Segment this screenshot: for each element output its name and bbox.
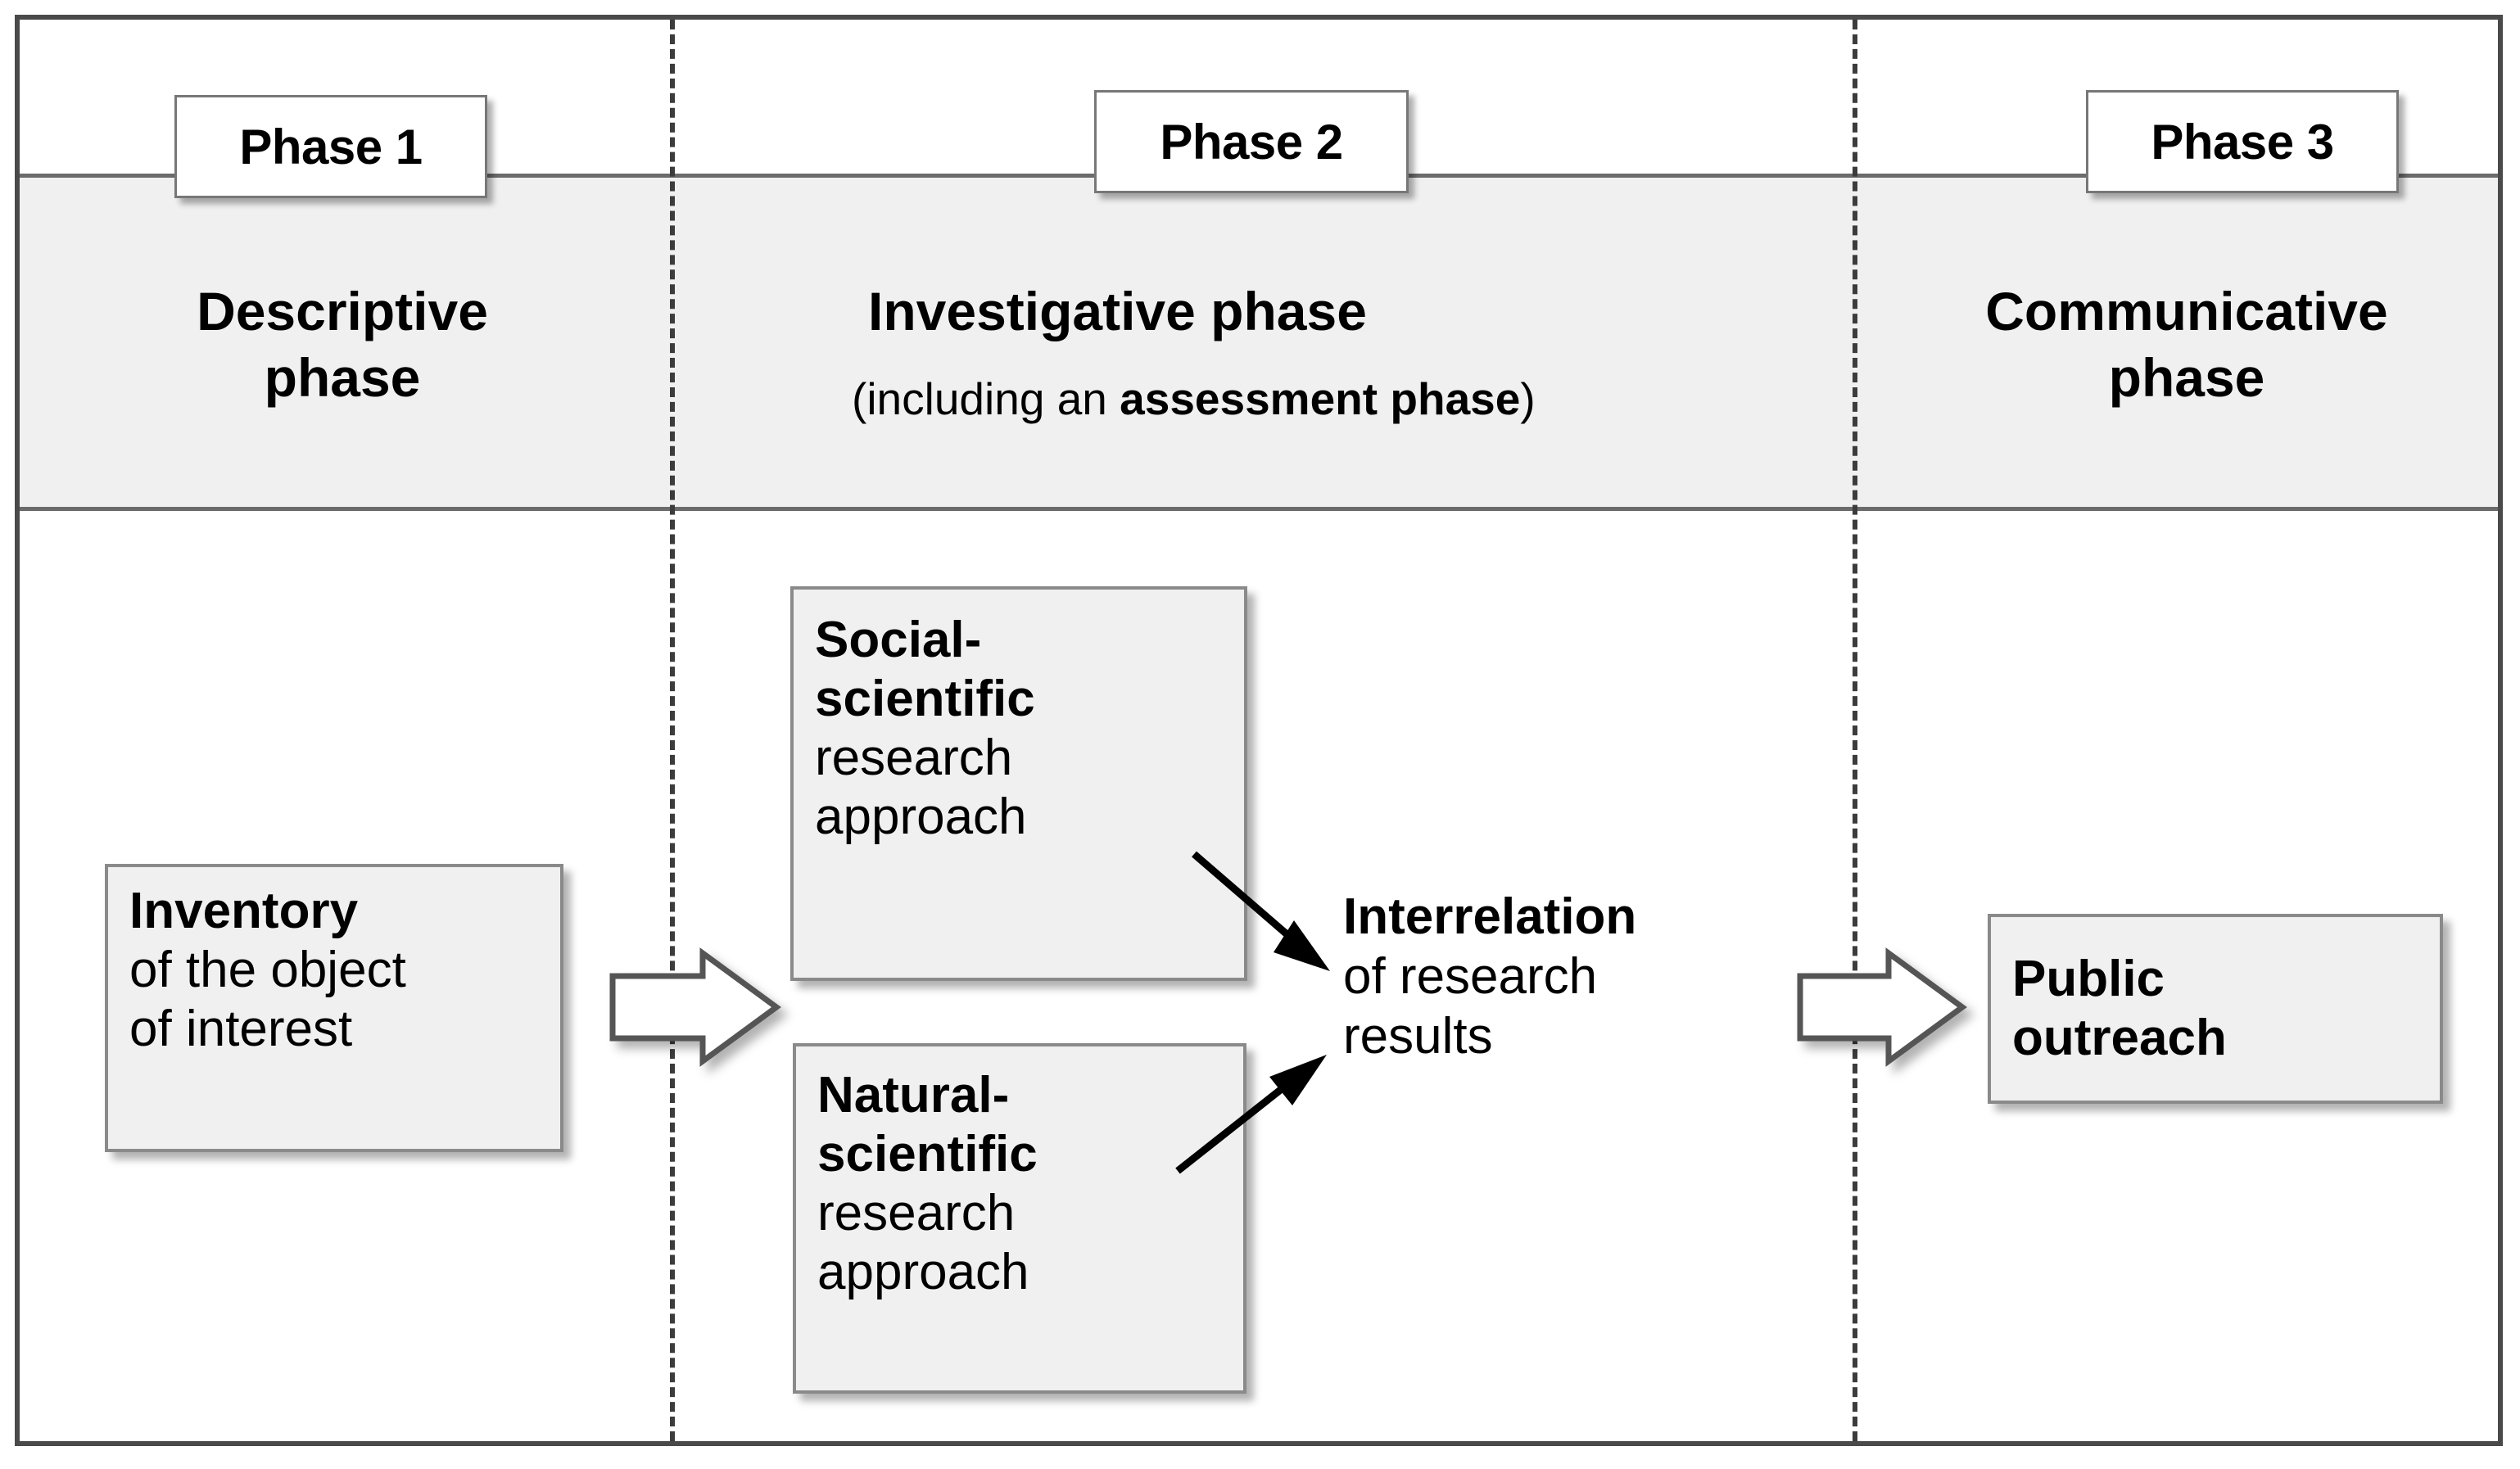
phase-name-communicative: Communicative phase [1875, 278, 2498, 410]
node-social-scientific-line1: research [815, 729, 1013, 786]
node-natural-scientific-line1: research [817, 1184, 1016, 1241]
phase-tab-1: Phase 1 [174, 95, 487, 198]
node-public-outreach: Public outreach [1988, 914, 2443, 1104]
phase-2-subnote-suffix: ) [1520, 373, 1536, 424]
node-inventory-line1: of the object [129, 941, 406, 998]
node-interrelation-line2: results [1343, 1008, 1493, 1065]
phase-2-subnote-emphasis: assessment phase [1120, 373, 1521, 424]
node-interrelation-line1: of research [1343, 948, 1598, 1006]
phase-tab-1-label: Phase 1 [239, 119, 423, 174]
node-social-scientific-line2: approach [815, 788, 1027, 845]
node-social-scientific-title-line2: scientific [815, 670, 1035, 727]
phase-tab-2: Phase 2 [1094, 90, 1409, 193]
node-inventory-title: Inventory [129, 883, 359, 939]
column-divider-1 [670, 20, 675, 1441]
phase-name-investigative: Investigative phase [696, 278, 1826, 345]
node-social-scientific-title-line1: Social- [815, 612, 982, 668]
phase-tab-3-label: Phase 3 [2151, 114, 2334, 170]
phase-name-descriptive-line2: phase [264, 346, 421, 408]
phase-name-investigative-line1: Investigative phase [868, 281, 1367, 341]
node-interrelation-title: Interrelation [1343, 888, 1637, 945]
node-interrelation: Interrelation of research results [1343, 887, 1769, 1066]
node-inventory: Inventory of the object of interest [105, 864, 563, 1152]
phase-2-subnote-prefix: (including an [852, 373, 1120, 424]
column-divider-2 [1853, 20, 1857, 1441]
node-public-outreach-line2: outreach [2012, 1010, 2227, 1066]
phase-name-communicative-line1: Communicative [1985, 281, 2388, 341]
node-natural-scientific-line2: approach [817, 1243, 1029, 1300]
node-inventory-line2: of interest [129, 1000, 353, 1057]
phase-tab-3: Phase 3 [2086, 90, 2399, 193]
phase-2-subnote: (including an assessment phase) [852, 373, 1835, 425]
node-natural-scientific-title-line1: Natural- [817, 1067, 1010, 1123]
phase-band [20, 174, 2498, 511]
phase-name-communicative-line2: phase [2108, 346, 2265, 408]
node-natural-scientific-title-line2: scientific [817, 1125, 1038, 1182]
node-natural-scientific: Natural- scientific research approach [793, 1043, 1246, 1394]
node-public-outreach-line1: Public [2012, 951, 2165, 1008]
node-social-scientific: Social- scientific research approach [790, 586, 1247, 981]
phase-name-descriptive-line1: Descriptive [197, 281, 488, 341]
phase-tab-2-label: Phase 2 [1160, 114, 1343, 170]
phase-name-descriptive: Descriptive phase [56, 278, 629, 410]
